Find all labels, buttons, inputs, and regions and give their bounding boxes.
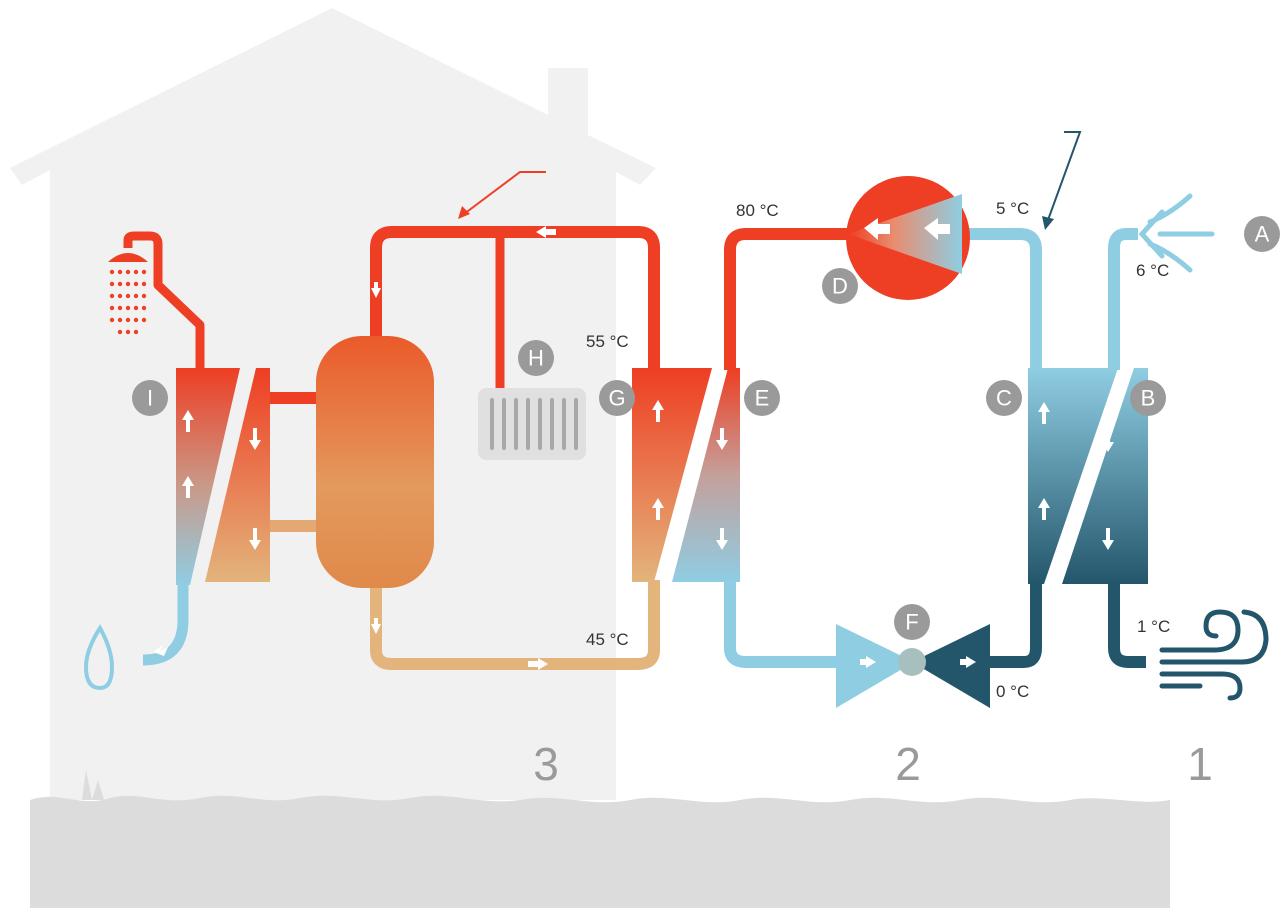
compressor-icon (846, 176, 970, 300)
air-outlet-pipe (1108, 582, 1146, 668)
wind-in-icon (1138, 193, 1215, 273)
svg-text:I: I (147, 386, 153, 411)
badge-h: H (518, 340, 554, 376)
air-inlet-pipe (1108, 228, 1138, 370)
heat-exchanger-i (176, 368, 270, 585)
svg-text:D: D (832, 274, 848, 299)
grass-tufts (82, 770, 104, 800)
temp-0: 0 °C (996, 682, 1029, 701)
condenser-g-e (632, 368, 740, 582)
svg-text:B: B (1141, 386, 1156, 411)
hot-arrow-down (371, 282, 381, 298)
badge-a: A (1244, 216, 1280, 252)
temp-6: 6 °C (1136, 261, 1169, 280)
svg-text:A: A (1255, 222, 1270, 247)
temp-1: 1 °C (1137, 617, 1170, 636)
temp-80: 80 °C (736, 201, 779, 220)
tank-pipe-bottom (270, 520, 318, 532)
cold-arrow-right (528, 658, 548, 670)
badge-g: G (599, 380, 635, 416)
cold-arrow-down (371, 618, 381, 634)
badge-c: C (986, 380, 1022, 416)
temp-55: 55 °C (586, 332, 629, 351)
badge-b: B (1130, 380, 1166, 416)
shower-pipe (123, 231, 205, 368)
buffer-tank (316, 336, 434, 588)
wind-out-icon (1159, 609, 1269, 701)
zone-3: 3 (533, 738, 559, 790)
annotation-arrowhead-cold (1042, 216, 1054, 230)
suction-pipe (960, 228, 1042, 370)
expansion-valve-icon (836, 624, 990, 708)
hot-gas-pipe (724, 228, 850, 370)
water-drop-icon (83, 624, 115, 691)
heating-loop-hot (370, 226, 660, 370)
expanded-pipe (980, 582, 1042, 668)
badge-f: F (894, 604, 930, 640)
temp-45: 45 °C (586, 630, 629, 649)
cold-water-pipe (142, 580, 189, 666)
zone-1: 1 (1187, 738, 1213, 790)
liquid-pipe (724, 580, 840, 668)
badge-d: D (822, 268, 858, 304)
radiator-icon (478, 388, 586, 460)
annotation-pointer-cold (1047, 131, 1082, 221)
flow-arrow-inlet (153, 645, 168, 656)
shower-icon (108, 253, 148, 335)
svg-text:F: F (905, 610, 918, 635)
svg-text:E: E (755, 386, 770, 411)
hot-arrow-top (536, 226, 556, 238)
svg-text:H: H (528, 346, 544, 371)
temp-5: 5 °C (996, 199, 1029, 218)
badge-e: E (744, 380, 780, 416)
badge-i: I (132, 380, 168, 416)
svg-text:G: G (608, 386, 625, 411)
zone-2: 2 (895, 738, 921, 790)
tank-pipe-top (270, 392, 318, 404)
annotation-arrowhead-heat (458, 206, 470, 219)
svg-text:C: C (996, 386, 1012, 411)
heating-loop-cold (370, 580, 660, 670)
evaporator-c-b (1028, 368, 1148, 584)
annotation-pointer-heat (463, 171, 546, 215)
ground (30, 795, 1170, 908)
